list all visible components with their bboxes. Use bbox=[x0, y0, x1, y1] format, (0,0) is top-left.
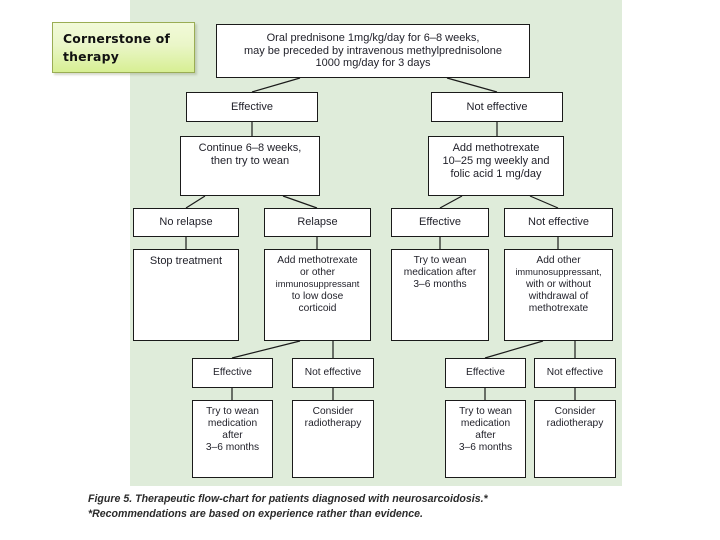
node-add-mtx-or-other[interactable]: Add methotrexate or other immunosuppress… bbox=[264, 249, 371, 341]
node-try-wean-c-line-4: 3–6 months bbox=[458, 442, 513, 454]
node-try-wean-a-line-1: Try to wean bbox=[413, 255, 467, 266]
cornerstone-line-2: therapy bbox=[63, 48, 119, 64]
node-not-effective-1[interactable]: Not effective bbox=[431, 92, 563, 122]
node-effective-1-label: Effective bbox=[231, 100, 273, 113]
node-stop-treatment[interactable]: Stop treatment bbox=[133, 249, 239, 341]
node-add-methotrexate-line-3: folic acid 1 mg/day bbox=[450, 167, 542, 180]
node-effective-2[interactable]: Effective bbox=[391, 208, 489, 237]
node-not-effective-3[interactable]: Not effective bbox=[292, 358, 374, 388]
node-try-wean-b-line-2: medication bbox=[207, 418, 258, 430]
node-try-wean-b-line-4: 3–6 months bbox=[205, 442, 260, 454]
node-consider-radiotherapy-c[interactable]: Consider radiotherapy bbox=[534, 400, 616, 478]
node-try-wean-b[interactable]: Try to wean medication after 3–6 months bbox=[192, 400, 273, 478]
node-add-other-line-3: with or without bbox=[525, 279, 592, 291]
node-try-wean-b-text: Try to wean medication after 3–6 months bbox=[196, 406, 269, 454]
node-start-text: Oral prednisone 1mg/kg/day for 6–8 weeks… bbox=[220, 32, 526, 71]
node-effective-3[interactable]: Effective bbox=[192, 358, 273, 388]
node-consider-radiotherapy-c-line-2: radiotherapy bbox=[546, 418, 604, 430]
node-effective-2-label: Effective bbox=[419, 216, 461, 229]
node-add-methotrexate[interactable]: Add methotrexate 10–25 mg weekly and fol… bbox=[428, 136, 564, 196]
node-add-other-line-4: withdrawal of bbox=[528, 291, 589, 303]
node-add-other-immunosuppressant[interactable]: Add other immunosuppressant, with or wit… bbox=[504, 249, 613, 341]
node-consider-radiotherapy-b-line-1: Consider bbox=[312, 406, 354, 417]
node-effective-1[interactable]: Effective bbox=[186, 92, 318, 122]
node-add-other-text: Add other immunosuppressant, with or wit… bbox=[508, 255, 609, 315]
node-try-wean-c[interactable]: Try to wean medication after 3–6 months bbox=[445, 400, 526, 478]
node-add-methotrexate-text: Add methotrexate 10–25 mg weekly and fol… bbox=[432, 142, 560, 181]
node-continue-wean-line-2: then try to wean bbox=[210, 154, 290, 167]
node-stop-treatment-label: Stop treatment bbox=[149, 255, 223, 267]
node-try-wean-a[interactable]: Try to wean medication after 3–6 months bbox=[391, 249, 489, 341]
node-not-effective-2[interactable]: Not effective bbox=[504, 208, 613, 237]
node-add-mtx-or-other-line-3: immunosuppressant bbox=[275, 279, 360, 290]
node-try-wean-a-line-2: medication after bbox=[403, 267, 477, 279]
node-try-wean-b-line-3: after bbox=[222, 430, 243, 442]
node-start-oral-prednisone[interactable]: Oral prednisone 1mg/kg/day for 6–8 weeks… bbox=[216, 24, 530, 78]
node-add-mtx-or-other-line-1: Add methotrexate bbox=[277, 255, 358, 266]
node-not-effective-1-label: Not effective bbox=[466, 100, 528, 113]
node-relapse[interactable]: Relapse bbox=[264, 208, 371, 237]
node-try-wean-c-line-3: after bbox=[475, 430, 496, 442]
node-not-effective-3-label: Not effective bbox=[304, 366, 362, 378]
node-continue-wean[interactable]: Continue 6–8 weeks, then try to wean bbox=[180, 136, 320, 196]
cornerstone-callout[interactable]: Cornerstone of therapy bbox=[52, 22, 195, 73]
node-not-effective-4-label: Not effective bbox=[546, 366, 604, 378]
node-start-line-3: 1000 mg/day for 3 days bbox=[315, 57, 431, 70]
figure-caption: Figure 5. Therapeutic flow-chart for pat… bbox=[88, 492, 688, 521]
node-add-methotrexate-line-2: 10–25 mg weekly and bbox=[442, 154, 550, 167]
node-add-other-line-2: immunosuppressant, bbox=[515, 267, 602, 278]
node-consider-radiotherapy-b-text: Consider radiotherapy bbox=[296, 406, 370, 430]
node-start-line-2: may be preceded by intravenous methylpre… bbox=[243, 44, 503, 57]
node-add-other-line-1: Add other bbox=[536, 255, 581, 266]
node-add-methotrexate-line-1: Add methotrexate bbox=[452, 142, 540, 154]
node-try-wean-a-line-3: 3–6 months bbox=[413, 279, 467, 291]
node-try-wean-c-line-2: medication bbox=[460, 418, 511, 430]
node-add-mtx-or-other-line-4: to low dose bbox=[291, 291, 344, 303]
node-consider-radiotherapy-b-line-2: radiotherapy bbox=[304, 418, 362, 430]
node-continue-wean-text: Continue 6–8 weeks, then try to wean bbox=[184, 142, 316, 168]
node-add-mtx-or-other-line-5: corticoid bbox=[298, 303, 337, 315]
node-continue-wean-line-1: Continue 6–8 weeks, bbox=[198, 142, 302, 154]
node-try-wean-c-text: Try to wean medication after 3–6 months bbox=[449, 406, 522, 454]
node-effective-4[interactable]: Effective bbox=[445, 358, 526, 388]
node-relapse-label: Relapse bbox=[297, 216, 338, 229]
figure-caption-line-2: *Recommendations are based on experience… bbox=[88, 507, 424, 520]
cornerstone-callout-text: Cornerstone of therapy bbox=[63, 30, 170, 65]
node-consider-radiotherapy-c-line-1: Consider bbox=[554, 406, 596, 417]
cornerstone-line-1: Cornerstone of bbox=[63, 30, 171, 46]
node-effective-4-label: Effective bbox=[466, 366, 505, 378]
node-try-wean-a-text: Try to wean medication after 3–6 months bbox=[395, 255, 485, 291]
node-add-mtx-or-other-line-2: or other bbox=[299, 267, 336, 279]
node-consider-radiotherapy-c-text: Consider radiotherapy bbox=[538, 406, 612, 430]
node-effective-3-label: Effective bbox=[213, 366, 252, 378]
node-add-mtx-or-other-text: Add methotrexate or other immunosuppress… bbox=[268, 255, 367, 315]
figure-caption-line-1: Figure 5. Therapeutic flow-chart for pat… bbox=[88, 493, 488, 505]
node-no-relapse-label: No relapse bbox=[159, 216, 213, 229]
node-try-wean-c-line-1: Try to wean bbox=[459, 406, 512, 417]
node-no-relapse[interactable]: No relapse bbox=[133, 208, 239, 237]
node-not-effective-4[interactable]: Not effective bbox=[534, 358, 616, 388]
node-add-other-line-5: methotrexate bbox=[528, 303, 589, 315]
node-consider-radiotherapy-b[interactable]: Consider radiotherapy bbox=[292, 400, 374, 478]
node-not-effective-2-label: Not effective bbox=[528, 216, 589, 229]
node-start-line-1: Oral prednisone 1mg/kg/day for 6–8 weeks… bbox=[266, 31, 480, 44]
node-try-wean-b-line-1: Try to wean bbox=[206, 406, 259, 417]
